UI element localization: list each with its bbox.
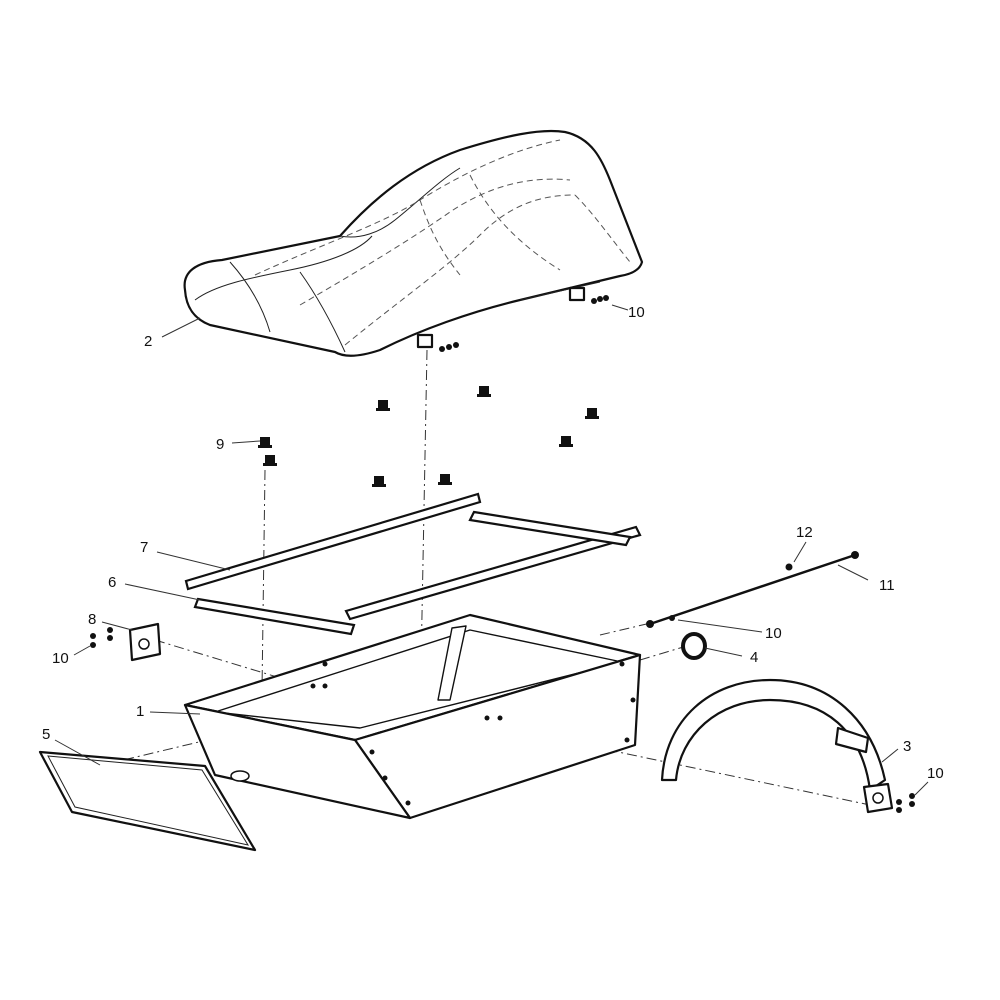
callout-labels: 1 2 3 4 5 6 7 8 9 10 10 10 10 11 12 [42, 304, 944, 782]
callout-6: 6 [108, 574, 116, 591]
seat-part [183, 129, 644, 357]
callout-10-left: 10 [52, 650, 69, 667]
bracket-left [90, 622, 162, 662]
rod [646, 551, 859, 628]
callout-5: 5 [42, 726, 50, 743]
callout-2: 2 [144, 333, 152, 350]
grommets [258, 386, 599, 487]
callout-10-rod: 10 [765, 625, 782, 642]
ring [681, 632, 707, 660]
callout-10-seat: 10 [628, 304, 645, 321]
fender [660, 678, 915, 814]
callout-8: 8 [88, 611, 96, 628]
callout-11: 11 [879, 577, 895, 594]
callout-10-fender: 10 [927, 765, 944, 782]
long-strips [184, 492, 642, 621]
callout-1: 1 [136, 703, 144, 720]
seat-hardware [439, 295, 609, 352]
callout-4: 4 [750, 649, 758, 666]
callout-7: 7 [140, 539, 148, 556]
callout-9: 9 [216, 436, 224, 453]
callout-12: 12 [796, 524, 813, 541]
short-strip [193, 597, 356, 636]
leader-lines [54, 304, 929, 796]
storage-box [183, 613, 642, 820]
callout-3: 3 [903, 738, 911, 755]
side-panel [38, 750, 257, 852]
